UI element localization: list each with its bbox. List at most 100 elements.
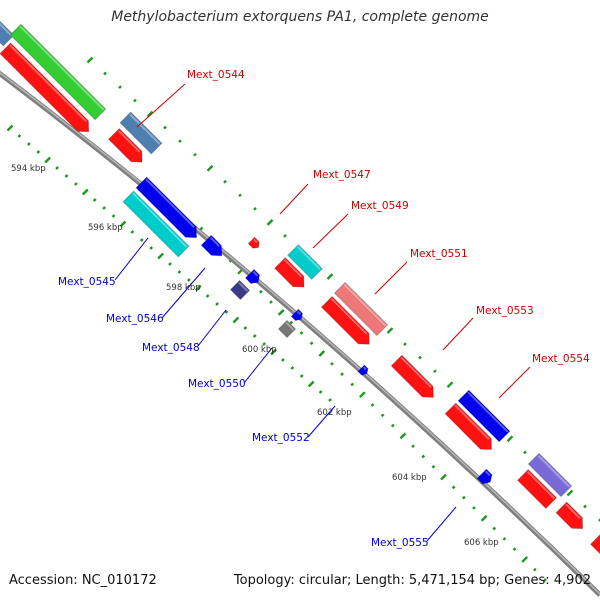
gene-label[interactable]: Mext_0545 [58, 276, 116, 288]
gene-arrow-red[interactable] [555, 501, 584, 530]
tick-mark [178, 139, 182, 144]
tick-mark [118, 85, 122, 89]
tick-mark [290, 366, 295, 370]
tick-label: 604 kbp [392, 473, 427, 483]
tick-mark [206, 164, 214, 172]
gene-label[interactable]: Mext_0550 [188, 378, 246, 390]
gene-arrow-red[interactable] [108, 128, 143, 163]
tick-mark [139, 238, 144, 242]
tick-label: 600 kbp [242, 345, 277, 355]
gene-arrow-blue[interactable] [135, 176, 198, 239]
gene-highlight [526, 470, 556, 500]
tick-mark [238, 193, 242, 198]
gene-arrow-blue[interactable] [476, 468, 493, 485]
tick-mark [403, 342, 407, 346]
tick-mark [533, 567, 537, 572]
gene-highlight [343, 283, 387, 327]
tick-mark [224, 310, 229, 314]
gene-highlight [252, 270, 259, 277]
tick-mark [492, 526, 497, 531]
tick-mark [512, 547, 517, 551]
gene-block-purple[interactable] [527, 452, 573, 498]
gene-arrow-red[interactable] [390, 354, 434, 398]
gene-label[interactable]: Mext_0544 [187, 69, 245, 81]
tick-mark [252, 334, 257, 338]
gene-arrow-blue[interactable] [290, 308, 303, 321]
tick-mark [433, 369, 437, 374]
tick-mark [583, 504, 587, 509]
gene-arrow-red[interactable] [274, 257, 305, 288]
gene-block-steelblue[interactable] [0, 14, 15, 47]
gene-highlight [145, 178, 195, 229]
gene-arrow-blue[interactable] [357, 364, 369, 376]
backbone-line [0, 70, 600, 597]
gene-block-pink[interactable] [333, 281, 389, 337]
gene-block-navy[interactable] [229, 279, 251, 301]
gene-label[interactable]: Mext_0546 [106, 313, 164, 325]
gene-arrow-red[interactable] [444, 402, 492, 450]
gene-block-cyan[interactable] [122, 190, 190, 258]
callout-line [197, 309, 227, 347]
gene-highlight [209, 236, 220, 247]
callout-line [498, 366, 531, 399]
gene-highlight [484, 470, 491, 477]
tick-mark [472, 506, 476, 510]
gene-highlight [296, 246, 321, 271]
gene-label[interactable]: Mext_0552 [252, 432, 310, 444]
gene-label[interactable]: Mext_0548 [142, 342, 200, 354]
tick-mark [215, 302, 219, 306]
gene-label[interactable]: Mext_0547 [313, 169, 371, 181]
callout-line [114, 237, 149, 281]
gene-label[interactable]: Mext_0554 [532, 353, 590, 365]
gene-highlight [0, 22, 13, 37]
gene-highlight [454, 404, 490, 441]
gene-highlight [238, 281, 249, 292]
gene-highlight [330, 297, 368, 335]
tick-mark [566, 489, 574, 497]
tick-mark [299, 374, 304, 378]
tick-mark [102, 206, 106, 210]
tick-mark [17, 134, 22, 138]
gene-block-cyan[interactable] [287, 244, 323, 280]
tick-label: 594 kbp [11, 164, 46, 174]
tick-mark [119, 220, 127, 228]
gene-highlight [253, 238, 258, 244]
gene-highlight [19, 25, 105, 111]
gene-block-red[interactable] [517, 469, 557, 509]
gene-arrow-red[interactable] [0, 42, 90, 133]
tick-mark [350, 382, 355, 387]
tick-mark [92, 198, 97, 202]
gene-block-gray[interactable] [277, 319, 297, 339]
tick-label: 598 kbp [166, 283, 201, 293]
gene-arrow-red[interactable] [320, 295, 370, 345]
gene-block-steelblue[interactable] [119, 111, 163, 155]
gene-block-red[interactable] [590, 534, 600, 559]
tick-mark [163, 125, 167, 130]
gene-arrow-red[interactable] [247, 236, 260, 249]
gene-arrow-blue[interactable] [200, 234, 223, 257]
gene-label[interactable]: Mext_0549 [351, 200, 409, 212]
gene-arrow-blue[interactable] [244, 268, 260, 284]
gene-highlight [565, 503, 581, 520]
gene-block-blue[interactable] [457, 389, 511, 443]
tick-mark [270, 348, 277, 356]
tick-mark [194, 284, 202, 292]
tick-mark [86, 56, 94, 64]
gene-label[interactable]: Mext_0555 [371, 537, 429, 549]
gene-block-green[interactable] [9, 23, 107, 121]
gene-highlight [285, 321, 295, 331]
tick-mark [380, 413, 385, 418]
callout-line [243, 347, 273, 384]
tick-mark [253, 206, 257, 211]
backbone-line-highlight [0, 71, 600, 595]
tick-mark [168, 262, 172, 266]
gene-label[interactable]: Mext_0551 [410, 248, 468, 260]
tick-mark [480, 514, 488, 522]
tick-mark [309, 341, 314, 346]
tick-mark [431, 464, 436, 469]
tick-mark [283, 234, 287, 238]
tick-mark [259, 289, 263, 294]
tick-mark [307, 380, 315, 388]
gene-label[interactable]: Mext_0553 [476, 305, 534, 317]
